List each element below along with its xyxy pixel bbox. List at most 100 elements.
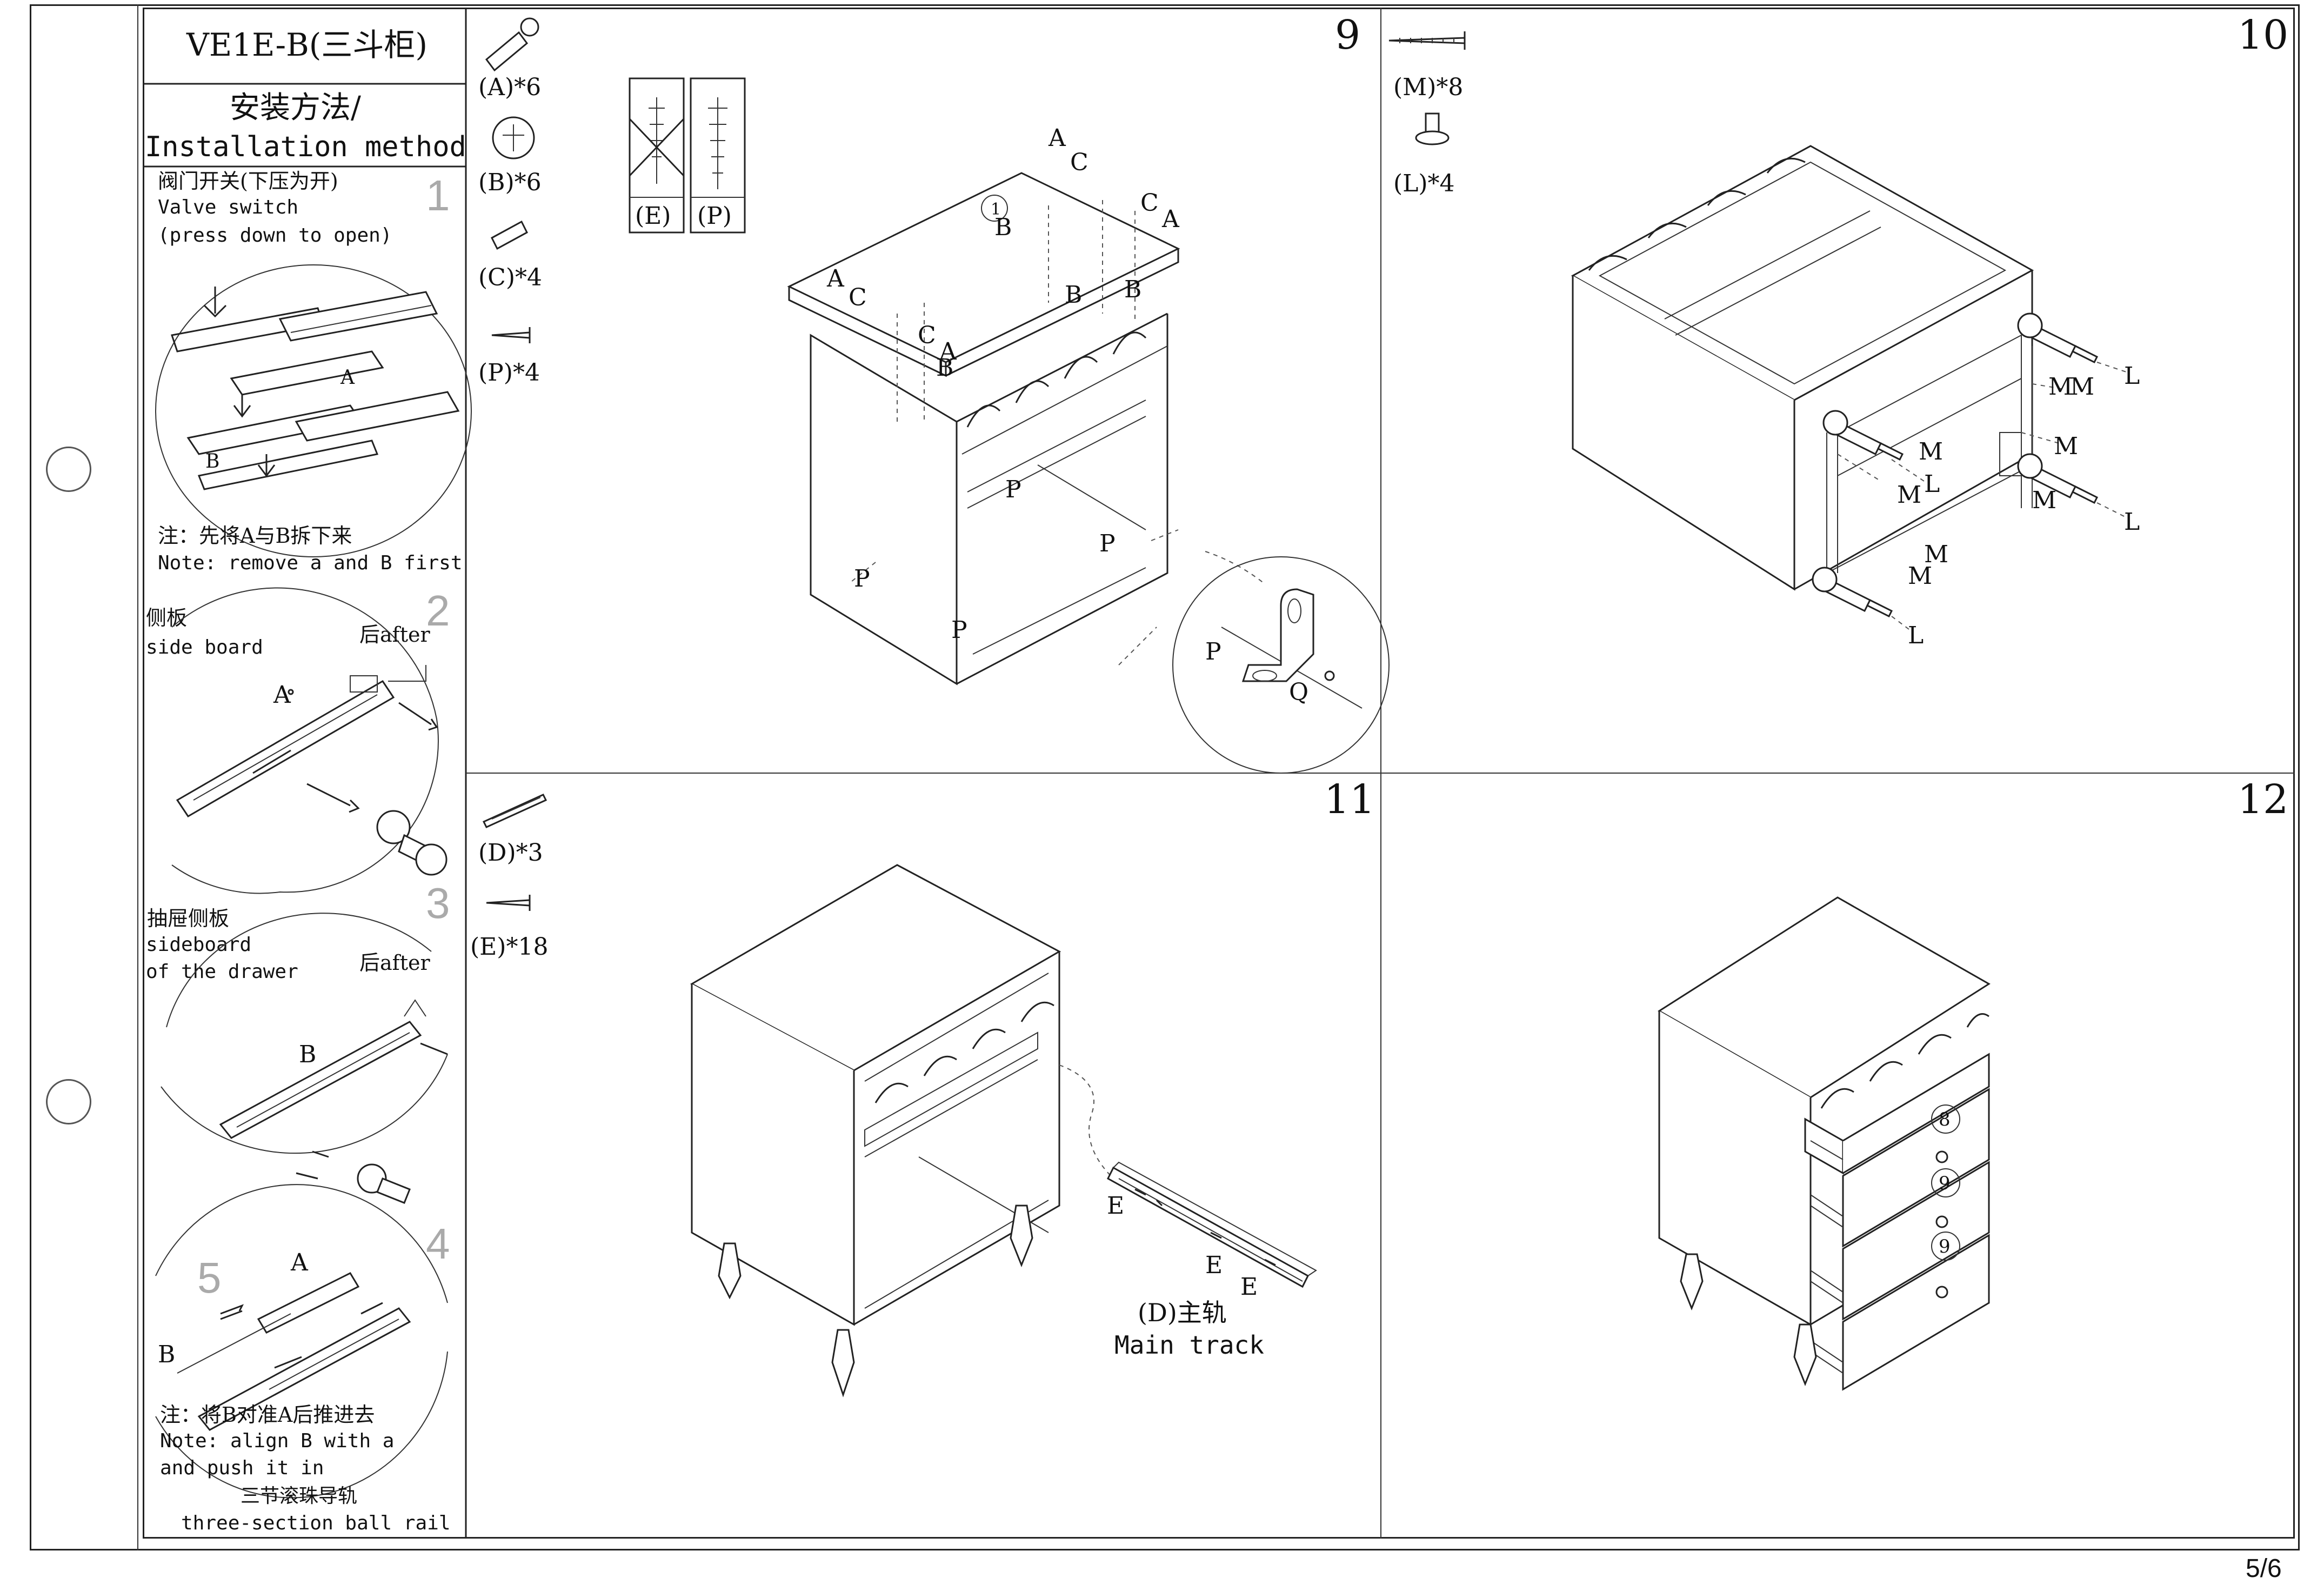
step1-note-en: Note: remove a and B first [158, 552, 463, 574]
p10-label-l1: L [2124, 362, 2140, 390]
p9-label-a3: A [826, 265, 845, 292]
p9-label-p5: P [1205, 638, 1221, 665]
step2-detail-illustration: A [171, 587, 448, 894]
main-track-label-en: Main track [1114, 1330, 1264, 1360]
drawer-number-2: 9 [1939, 1173, 1951, 1194]
finished-cabinet-drawing: 8 9 9 [1658, 896, 1991, 1391]
p10-label-m2: M [2070, 373, 2094, 401]
p9-label-b2: B [1124, 276, 1141, 303]
step3-number: 3 [426, 879, 450, 927]
panel11-parts-icons [482, 794, 547, 911]
panel10-parts-icons [1388, 31, 1466, 145]
p10-label-m3: M [2054, 432, 2078, 460]
p9-label-c4: C [918, 322, 936, 349]
step4-label-b: B [158, 1341, 175, 1368]
step5-number: 5 [197, 1254, 222, 1302]
p9-label-c1: C [1070, 149, 1088, 176]
p9-label-p3: P [1099, 530, 1116, 557]
p9-label-b1: B [994, 214, 1012, 241]
step3-text-en2: of the drawer [146, 961, 298, 983]
p9-label-a2: A [1161, 205, 1180, 233]
panel9-part-b: (B)*6 [478, 169, 542, 196]
p9-label-p1: P [1005, 476, 1021, 503]
main-track-label-cn: (D)主轨 [1138, 1298, 1227, 1327]
panel12-step-number: 12 [2238, 776, 2289, 823]
step4-label-a: A [290, 1249, 309, 1276]
cabinet-upside-down-legs-drawing: L L L L M M M M M M M M [1571, 145, 2140, 649]
drawer-number-3: 9 [1939, 1236, 1951, 1257]
step1-label-a: A [340, 367, 355, 389]
wrong-screw-label: (E) [635, 202, 671, 230]
step3-detail-illustration: B [161, 913, 448, 1204]
panel9-parts-icons [485, 17, 539, 343]
step2-text-cn: 侧板 [146, 606, 188, 630]
step2-after-label: 后after [359, 623, 430, 647]
step4-detail-illustration: A B [155, 1184, 448, 1499]
step2-number: 2 [426, 587, 450, 635]
p9-label-p4: P [951, 616, 967, 644]
rail-name-cn: 三节滚珠导轨 [241, 1485, 358, 1507]
rail-name-en: three-section ball rail [181, 1512, 451, 1534]
step4-note-en2: and push it in [160, 1457, 324, 1479]
binder-hole-bottom [46, 1079, 91, 1124]
step1-detail-illustration: A B [155, 264, 472, 557]
p9-label-b3: B [1065, 281, 1082, 309]
step4-number: 4 [426, 1220, 450, 1268]
step1-text-en1: Valve switch [158, 196, 299, 218]
step3-text-cn: 抽屉侧板 [147, 907, 230, 930]
p9-label-a4: A [939, 338, 957, 365]
panel11-part-d: (D)*3 [478, 839, 543, 867]
cabinet-assembly-drawing: 1 A C C A B B B A C C A B P P P P P Q [787, 124, 1390, 774]
p9-label-p2: P [854, 565, 870, 593]
step2-label-a: A [273, 681, 291, 709]
step1-text-en2: (press down to open) [158, 224, 392, 247]
model-title: VE1E-B(三斗柜) [186, 26, 428, 63]
p10-label-l2: L [2124, 508, 2140, 536]
sidebar-title-en: Installation method [145, 131, 466, 163]
page-number: 5/6 [2246, 1554, 2282, 1583]
panel11-part-e: (E)*18 [470, 933, 549, 961]
p10-label-m8: M [1908, 562, 1932, 590]
p10-label-l4: L [1908, 622, 1924, 649]
step1-note-cn: 注：先将A与B拆下来 [158, 524, 352, 548]
step3-label-b: B [299, 1041, 316, 1068]
step1-label-b: B [205, 450, 219, 472]
step4-note-cn: 注：将B对准A后推进去 [160, 1403, 375, 1427]
step1-text-cn: 阀门开关(下压为开) [158, 169, 338, 193]
p11-label-e2: E [1205, 1252, 1223, 1279]
step4-note-en1: Note: align B with a [160, 1430, 395, 1452]
panel11-step-number: 11 [1324, 776, 1375, 823]
cabinet-with-legs-drawing [690, 864, 1114, 1397]
p10-label-m1: M [2048, 373, 2073, 401]
panel10-step-number: 10 [2238, 12, 2289, 58]
right-screw-label: (P) [697, 202, 732, 230]
p10-label-m4: M [2032, 487, 2056, 514]
panel10-part-l: (L)*4 [1393, 170, 1455, 197]
page-border [30, 4, 2300, 1550]
p9-label-c3: C [849, 284, 867, 311]
screw-comparison-boxes [629, 77, 746, 234]
p11-label-e1: E [1107, 1192, 1124, 1220]
step1-number: 1 [426, 171, 450, 219]
p11-label-e3: E [1240, 1273, 1258, 1301]
p10-label-l3: L [1924, 470, 1940, 498]
p9-label-b4: B [936, 354, 953, 382]
sidebar-title-cn: 安装方法/ [230, 90, 361, 125]
board-number-1: 1 [991, 200, 1001, 219]
p9-label-c2: C [1140, 189, 1159, 217]
panel9-part-a: (A)*6 [478, 74, 542, 101]
p10-label-m5: M [1919, 438, 1943, 465]
panel9-part-p: (P)*4 [478, 359, 540, 387]
panel10-part-m: (M)*8 [1393, 74, 1464, 101]
p10-label-m7: M [1924, 541, 1948, 568]
p9-label-a1: A [1048, 124, 1066, 152]
p10-label-m6: M [1897, 481, 1921, 509]
p9-label-q: Q [1289, 678, 1308, 706]
panel9-step-number: 9 [1335, 12, 1361, 58]
step3-after-label: 后after [359, 951, 430, 975]
step2-text-en: side board [146, 636, 263, 658]
main-track-rail-drawing: E E E [1107, 1161, 1317, 1301]
panel9-part-c: (C)*4 [478, 264, 542, 291]
